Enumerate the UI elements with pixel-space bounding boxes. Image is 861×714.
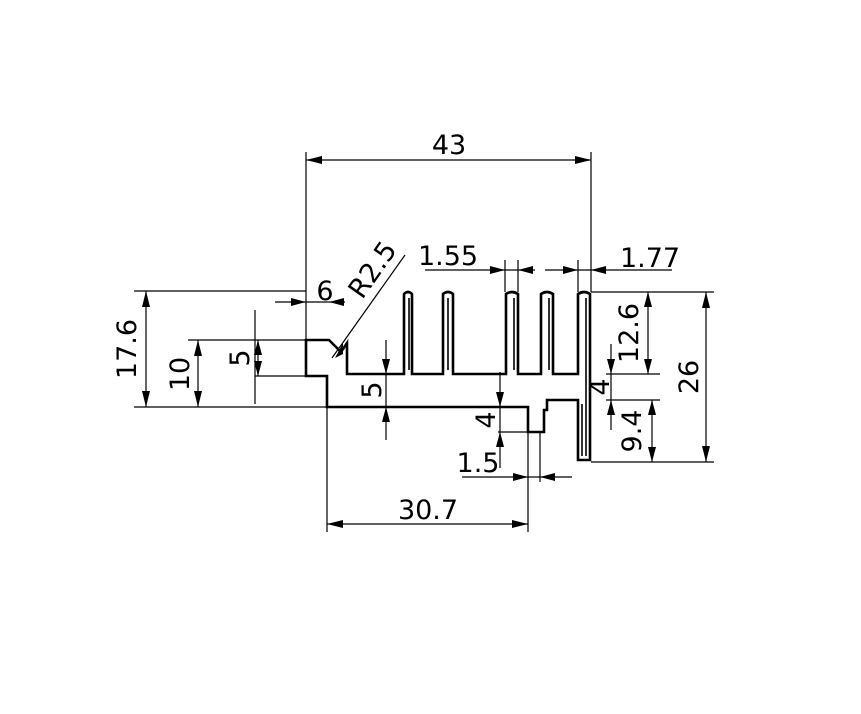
dim-fin-height: 12.6 — [614, 303, 645, 363]
dim-base-thickness: 5 — [357, 381, 388, 398]
dim-overall-width: 43 — [432, 130, 466, 161]
dim-notch-depth: 6 — [316, 276, 333, 307]
dim-fin-width: 1.55 — [418, 241, 478, 272]
dim-web-gap: 4 — [585, 378, 616, 395]
dim-base-width: 30.7 — [398, 495, 458, 526]
dim-notch-height: 5 — [225, 349, 256, 366]
dim-step-width: 1.5 — [457, 448, 500, 479]
dimension-lines — [142, 156, 710, 528]
dim-end-fin-width: 1.77 — [620, 243, 680, 274]
dim-step-height: 4 — [471, 411, 502, 428]
dim-height-right: 26 — [674, 360, 705, 394]
dim-height-left: 17.6 — [112, 319, 143, 379]
dim-left-step: 10 — [165, 357, 196, 391]
heatsink-profile-outline — [304, 290, 592, 462]
dim-lower-fin-height: 9.4 — [617, 410, 648, 453]
